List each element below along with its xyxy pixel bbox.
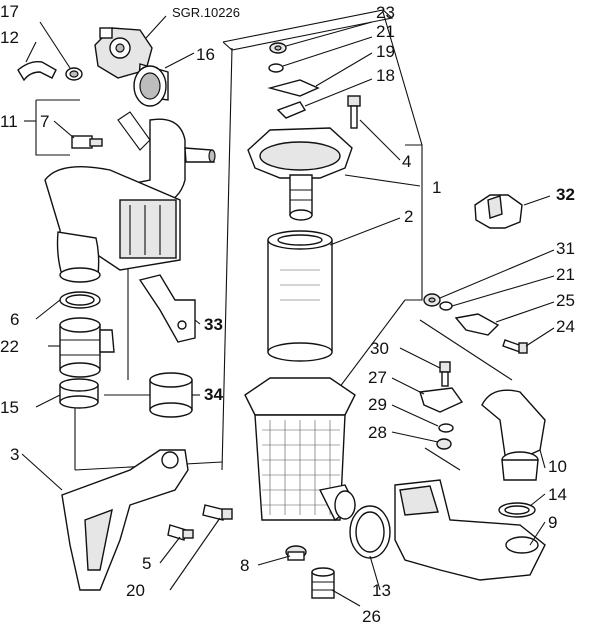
callout-9: 9 — [548, 513, 557, 532]
filter-housing-body — [244, 377, 356, 522]
part-17-hose-clip — [65, 67, 83, 81]
part-33-plate — [138, 274, 196, 343]
callout-30: 30 — [370, 339, 389, 358]
part-23-nut — [269, 42, 287, 54]
part-8-grommet — [285, 545, 307, 561]
callout-20: 20 — [126, 581, 145, 600]
callout-labels: 17 12 16 11 7 23 21 19 18 4 1 2 32 31 21… — [0, 2, 575, 626]
part-21-washer — [268, 63, 284, 73]
callout-12: 12 — [0, 28, 19, 47]
part-34-collar — [149, 372, 193, 418]
callout-26: 26 — [362, 607, 381, 626]
callout-19: 19 — [376, 42, 395, 61]
callout-6: 6 — [10, 310, 19, 329]
callout-33: 33 — [204, 315, 223, 334]
part-32-clip — [474, 194, 523, 229]
part-1-housing-cover — [247, 127, 353, 221]
part-18-clip — [276, 101, 307, 119]
part-27-bracket — [419, 387, 464, 413]
callout-11: 11 — [0, 112, 18, 131]
callout-21-top: 21 — [376, 22, 395, 41]
callout-15: 15 — [0, 398, 19, 417]
callout-17: 17 — [0, 2, 19, 21]
callout-8: 8 — [240, 556, 249, 575]
callout-18: 18 — [376, 66, 395, 85]
callout-22: 22 — [0, 337, 19, 356]
callout-14: 14 — [548, 485, 567, 504]
callout-27: 27 — [368, 368, 387, 387]
part-3-bracket — [61, 449, 189, 591]
part-30-bolt — [439, 361, 451, 387]
callout-24: 24 — [556, 317, 575, 336]
callout-34: 34 — [204, 385, 223, 404]
reference-code: SGR.10226 — [172, 5, 240, 20]
part-13-clamp — [349, 505, 391, 559]
callout-3: 3 — [10, 445, 19, 464]
part-29-washer — [438, 423, 454, 433]
part-2-filter-element — [267, 230, 333, 362]
leader-lines — [21, 15, 555, 607]
callout-29: 29 — [368, 395, 387, 414]
part-31-nut — [423, 293, 441, 307]
part-7-sensor — [71, 135, 103, 149]
part-20-bolt — [202, 504, 233, 521]
callout-5: 5 — [142, 554, 151, 573]
part-15-collar — [59, 378, 99, 409]
part-24-screw — [502, 339, 528, 354]
part-10-elbow-duct — [481, 389, 546, 481]
part-19-bracket — [267, 79, 320, 97]
callout-32: 32 — [556, 185, 575, 204]
callout-31: 31 — [556, 239, 575, 258]
callout-4: 4 — [402, 152, 411, 171]
callout-21-right: 21 — [556, 265, 575, 284]
callout-1: 1 — [432, 178, 441, 197]
part-9-air-duct — [394, 479, 546, 581]
part-14-ring — [498, 502, 536, 518]
part-4-bolt — [347, 95, 361, 129]
callout-28: 28 — [368, 423, 387, 442]
callout-2: 2 — [404, 207, 413, 226]
callout-23: 23 — [376, 3, 395, 22]
callout-16: 16 — [196, 45, 215, 64]
part-6-ring — [59, 291, 101, 309]
part-22-sleeve — [59, 317, 115, 378]
part-26-plug — [311, 567, 335, 599]
callout-25: 25 — [556, 291, 575, 310]
part-25-bracket — [454, 313, 500, 336]
part-28-nut — [436, 438, 452, 450]
callout-13: 13 — [372, 581, 391, 600]
part-11-intake-duct — [44, 111, 216, 283]
part-5-bolt — [167, 524, 194, 541]
callout-10: 10 — [548, 457, 567, 476]
part-16-throttle-body — [94, 27, 169, 107]
part-12-small-hose — [17, 60, 57, 82]
callout-7: 7 — [40, 112, 49, 131]
part-21-washer-right — [439, 301, 453, 311]
